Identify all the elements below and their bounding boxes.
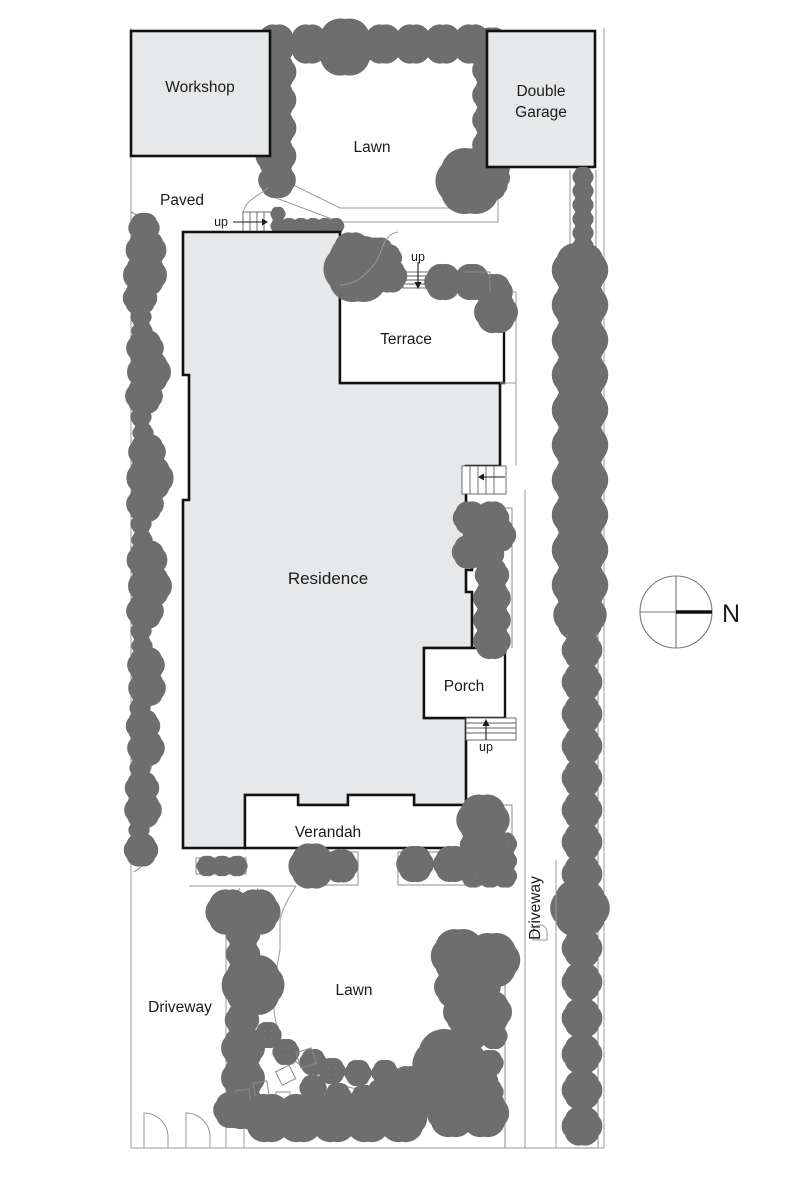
porch-label: Porch: [444, 678, 485, 695]
stair-north-entry-label: up: [214, 215, 228, 229]
double-garage-label-line2: Garage: [515, 104, 567, 121]
lawn-south-label: Lawn: [335, 982, 372, 999]
north-label: N: [722, 600, 740, 628]
verandah-label: Verandah: [295, 824, 361, 841]
stair-terrace-label: up: [411, 250, 425, 264]
planting-east-verandah: [398, 802, 514, 885]
planting-verandah-front: [195, 850, 359, 885]
planting-lawn-east: [405, 937, 512, 1148]
double-garage-building: Double Garage: [485, 29, 597, 169]
driveway-west-label: Driveway: [148, 999, 212, 1016]
planting-lawn-west: [212, 896, 275, 1123]
workshop-building: Workshop: [129, 29, 272, 158]
stair-porch-label: up: [479, 740, 493, 754]
stair-mid-east: [461, 465, 507, 495]
planting-terrace: [333, 231, 511, 327]
lawn-north-label: Lawn: [353, 139, 390, 156]
tree-row-east-upper: [560, 251, 600, 633]
planter-north-entry: [270, 206, 342, 232]
workshop-label: Workshop: [165, 79, 235, 96]
hedge-west: [128, 211, 167, 873]
tree-row-east-lower: [559, 635, 602, 1149]
verandah-room: Verandah: [243, 793, 468, 850]
residence-label: Residence: [288, 569, 368, 588]
hedge-east-small: [569, 170, 597, 254]
paved-area-label: Paved: [160, 192, 204, 209]
gate-arches: [143, 1112, 211, 1148]
gate-east-mark: [532, 924, 548, 941]
driveway-east-edges: [524, 490, 557, 1148]
terrace-label: Terrace: [380, 331, 432, 348]
driveway-east-label: Driveway: [527, 876, 544, 940]
planting-lawn-curve: [219, 1026, 421, 1135]
compass-rose: [639, 575, 713, 649]
double-garage-label-line1: Double: [516, 83, 565, 100]
planting-east-mid: [457, 506, 512, 653]
hedge-north: [261, 27, 504, 67]
stair-porch: up: [465, 717, 517, 754]
stair-north-entry: up: [214, 211, 274, 233]
